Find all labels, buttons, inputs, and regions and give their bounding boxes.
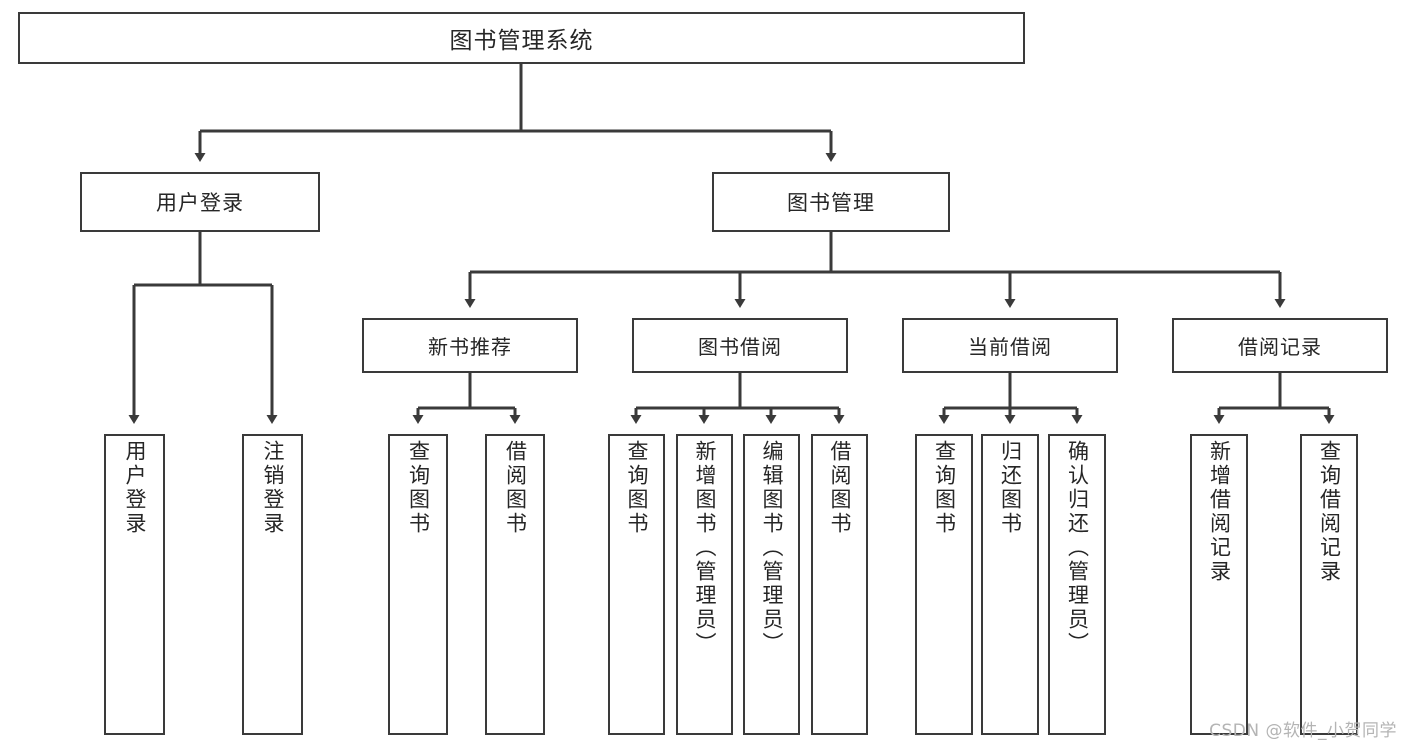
leaf-confirm-return-admin-label: 确认归还（管理员） bbox=[1065, 440, 1090, 656]
leaf-query-book-current[interactable]: 查询图书 bbox=[915, 434, 973, 735]
leaf-add-borrow-record[interactable]: 新增借阅记录 bbox=[1190, 434, 1248, 735]
node-borrow-record[interactable]: 借阅记录 bbox=[1172, 318, 1388, 373]
leaf-user-login[interactable]: 用户登录 bbox=[104, 434, 165, 735]
leaf-query-book[interactable]: 查询图书 bbox=[608, 434, 665, 735]
leaf-query-borrow-record[interactable]: 查询借阅记录 bbox=[1300, 434, 1358, 735]
node-borrow-record-label: 借阅记录 bbox=[1238, 335, 1322, 359]
leaf-borrow-book-rec-label: 借阅图书 bbox=[503, 440, 528, 536]
leaf-return-book-label: 归还图书 bbox=[998, 440, 1023, 536]
node-new-book-recommend-label: 新书推荐 bbox=[428, 335, 512, 359]
leaf-query-book-rec[interactable]: 查询图书 bbox=[388, 434, 448, 735]
leaf-borrow-book-label: 借阅图书 bbox=[828, 440, 852, 536]
leaf-add-book-admin-label: 新增图书（管理员） bbox=[693, 440, 717, 656]
node-book-management-label: 图书管理 bbox=[787, 191, 875, 215]
leaf-return-book[interactable]: 归还图书 bbox=[981, 434, 1039, 735]
leaf-query-borrow-record-label: 查询借阅记录 bbox=[1317, 440, 1342, 584]
node-current-borrow-label: 当前借阅 bbox=[968, 335, 1052, 359]
leaf-confirm-return-admin[interactable]: 确认归还（管理员） bbox=[1048, 434, 1106, 735]
node-book-borrow[interactable]: 图书借阅 bbox=[632, 318, 848, 373]
leaf-borrow-book-rec[interactable]: 借阅图书 bbox=[485, 434, 545, 735]
node-current-borrow[interactable]: 当前借阅 bbox=[902, 318, 1118, 373]
leaf-logout-label: 注销登录 bbox=[261, 440, 285, 536]
leaf-logout[interactable]: 注销登录 bbox=[242, 434, 303, 735]
node-new-book-recommend[interactable]: 新书推荐 bbox=[362, 318, 578, 373]
leaf-add-borrow-record-label: 新增借阅记录 bbox=[1207, 440, 1232, 584]
node-book-borrow-label: 图书借阅 bbox=[698, 335, 782, 359]
leaf-query-book-label: 查询图书 bbox=[625, 440, 649, 536]
leaf-edit-book-admin[interactable]: 编辑图书（管理员） bbox=[743, 434, 800, 735]
leaf-query-book-rec-label: 查询图书 bbox=[406, 440, 431, 536]
csdn-watermark: CSDN @软件_小贺同学 bbox=[1209, 721, 1397, 741]
node-user-login[interactable]: 用户登录 bbox=[80, 172, 320, 232]
node-book-management[interactable]: 图书管理 bbox=[712, 172, 950, 232]
node-root[interactable]: 图书管理系统 bbox=[18, 12, 1025, 64]
leaf-borrow-book[interactable]: 借阅图书 bbox=[811, 434, 868, 735]
leaf-add-book-admin[interactable]: 新增图书（管理员） bbox=[676, 434, 733, 735]
node-user-login-label: 用户登录 bbox=[156, 191, 244, 215]
leaf-edit-book-admin-label: 编辑图书（管理员） bbox=[760, 440, 784, 656]
leaf-user-login-label: 用户登录 bbox=[123, 440, 147, 536]
node-root-label: 图书管理系统 bbox=[449, 28, 594, 54]
leaf-query-book-current-label: 查询图书 bbox=[932, 440, 957, 536]
